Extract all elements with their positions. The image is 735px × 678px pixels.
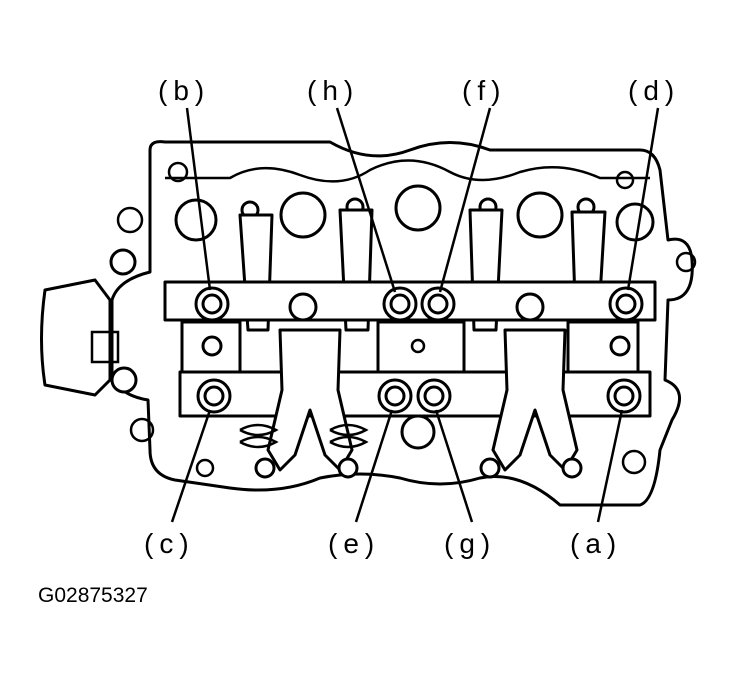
callout-d: (d) bbox=[628, 75, 680, 106]
leader-c bbox=[170, 409, 212, 523]
bolt-b bbox=[194, 286, 230, 322]
leader-e bbox=[354, 409, 394, 523]
camshaft-carriers bbox=[163, 280, 657, 418]
camshaft-end-housing bbox=[40, 248, 138, 397]
callout-b: (b) bbox=[158, 75, 210, 106]
callout-f: (f) bbox=[462, 75, 506, 106]
leader-d bbox=[626, 107, 660, 291]
bolt-f bbox=[420, 286, 456, 322]
leader-b bbox=[185, 107, 212, 291]
bolt-e bbox=[377, 378, 413, 414]
leader-f bbox=[438, 107, 492, 293]
leader-g bbox=[434, 409, 474, 523]
leader-a bbox=[596, 409, 624, 523]
bolt-d bbox=[608, 286, 644, 322]
bolt-g bbox=[416, 378, 452, 414]
bolt-c bbox=[196, 378, 232, 414]
bolt-h bbox=[382, 286, 418, 322]
callout-h: (h) bbox=[307, 75, 359, 106]
figure-id: G02875327 bbox=[38, 584, 148, 607]
bolt-a bbox=[606, 378, 642, 414]
rocker-arms-lower bbox=[254, 328, 583, 479]
leader-lines bbox=[170, 107, 660, 523]
leader-h bbox=[335, 107, 397, 293]
valve-springs bbox=[239, 414, 436, 450]
callout-g: (g) bbox=[444, 528, 496, 559]
callout-e: (e) bbox=[328, 528, 380, 559]
callout-c: (c) bbox=[144, 528, 195, 559]
callout-a: (a) bbox=[570, 528, 622, 559]
